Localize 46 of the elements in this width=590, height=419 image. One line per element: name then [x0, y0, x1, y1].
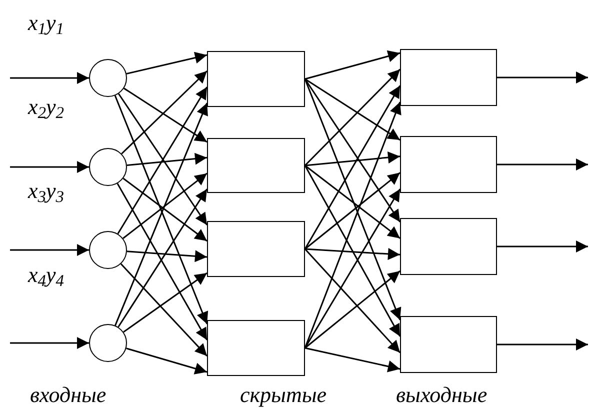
arrow	[304, 248, 401, 354]
arrow	[10, 244, 89, 256]
input-label: x$_{4}$y$_{4}$	[28, 264, 64, 286]
arrow	[10, 337, 89, 349]
arrow	[10, 72, 89, 84]
arrow	[304, 188, 401, 348]
neuron-box	[207, 138, 305, 193]
arrow	[304, 78, 402, 320]
arrow	[304, 270, 400, 349]
neuron-box	[207, 320, 305, 376]
neuron-box	[207, 51, 305, 107]
arrow	[126, 152, 208, 166]
arrow	[304, 78, 401, 222]
layer-label: входные	[30, 384, 106, 406]
arrow	[304, 68, 401, 166]
arrow	[304, 78, 400, 141]
arrow	[304, 85, 401, 250]
arrow	[120, 263, 208, 357]
input-label: x$_{2}$y$_{2}$	[28, 96, 64, 118]
layer-label: выходные	[396, 384, 488, 406]
neuron-box	[400, 49, 497, 106]
arrow	[497, 338, 588, 350]
arrow	[126, 52, 208, 74]
input-label: x$_{3}$y$_{3}$	[28, 180, 64, 202]
neuron-box	[400, 316, 497, 373]
arrow	[304, 152, 400, 166]
arrow	[126, 348, 208, 374]
arrow	[304, 347, 400, 372]
arrow	[497, 72, 588, 84]
arrow	[304, 165, 401, 337]
arrow	[304, 164, 400, 239]
arrow	[497, 158, 588, 170]
neuron-box	[400, 218, 497, 275]
arrow	[124, 88, 208, 143]
arrow	[497, 240, 588, 252]
neuron-box	[400, 136, 497, 193]
input-label: x$_{1}$y$_{1}$	[28, 12, 64, 34]
arrow	[121, 70, 208, 154]
neuron-box	[207, 221, 305, 277]
arrow	[123, 272, 208, 333]
arrow	[126, 250, 208, 262]
arrow	[304, 50, 400, 80]
layer-label: скрытые	[240, 384, 327, 406]
arrow	[10, 161, 89, 173]
arrow	[304, 172, 400, 250]
arrow	[304, 248, 400, 260]
